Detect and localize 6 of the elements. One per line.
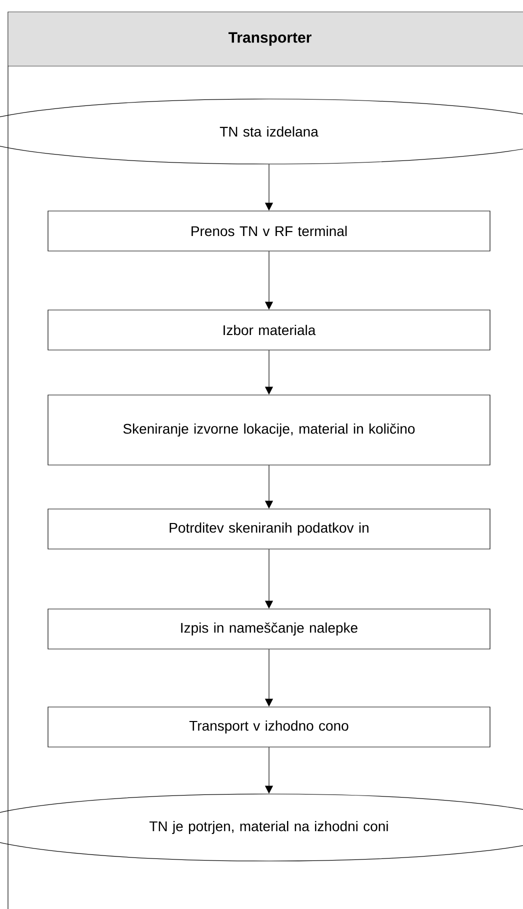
process-box: Transport v izhodno cono <box>48 706 490 748</box>
process-box: Potrditev skeniranih podatkov in <box>48 508 490 550</box>
process-box: Skeniranje izvorne lokacije, material in količino <box>48 394 490 466</box>
process-box: Izpis in nameščanje nalepke <box>48 608 490 650</box>
process-box: Prenos TN v RF terminal <box>48 210 490 252</box>
process-box: Izbor materiala <box>48 310 490 350</box>
